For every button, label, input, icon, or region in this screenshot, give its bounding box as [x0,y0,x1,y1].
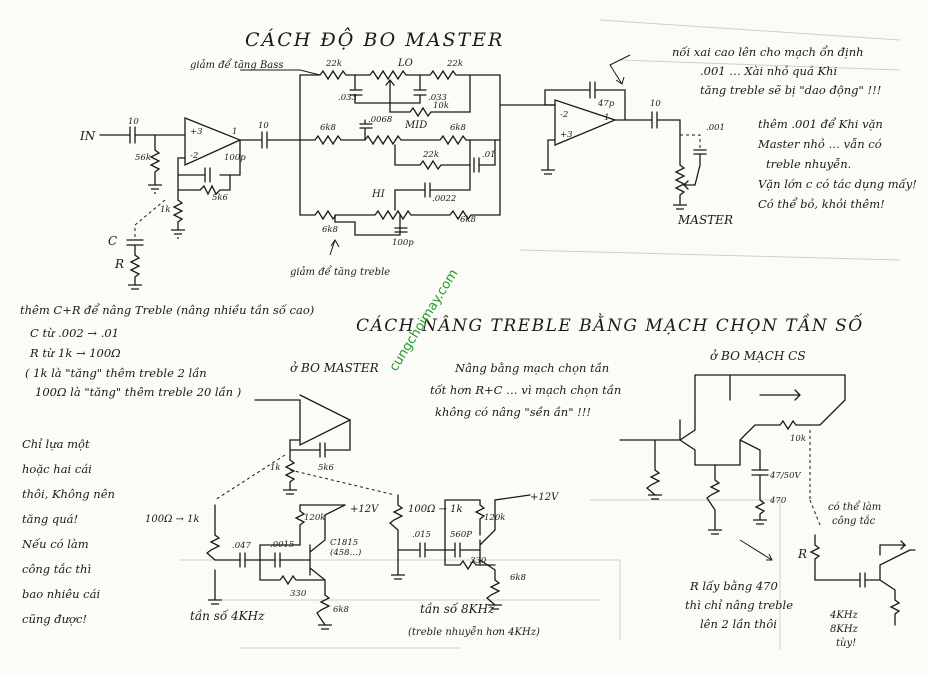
bo-master-mini-opamp: 5k6 1k [214,394,396,501]
c-option-label: C [108,234,117,248]
note-c-range: C từ .002 → .01 [30,326,119,340]
c033a-value: .033 [338,93,357,103]
master-label: MASTER [677,213,733,227]
c1-330-value: 330 [290,589,307,599]
c1-vcc: +12V [350,504,380,515]
circuit-8khz: 100Ω → 1k .015 560P 120k +12V 330 6k8 tầ… [388,492,560,638]
cs-freq-note: 4KHz 8KHz tùy! [829,610,861,649]
c100p-value: 100p [392,238,414,248]
c2-c1-value: .015 [412,530,431,540]
c01-value: .01 [482,150,496,160]
c2-freq-label: tần số 8KHz [420,601,495,616]
hi-pot-label: HI [371,189,386,200]
opamp2-symbol [554,99,617,146]
opamp2-out: 1 [604,113,609,123]
note-oscillate: nối xai cao lên cho mạch ổn định .001 … … [672,45,881,97]
note-bass: giảm để tăng Bass [190,59,284,71]
circuit-cs: 10k 47/50V 470 R có thể làm công tắc R l… [619,374,916,649]
c1-r-value: 100Ω → 1k [145,514,200,525]
c-in-value: 10 [128,117,139,127]
cs-10k-value: 10k [790,434,806,444]
r22c-value: 22k [422,150,439,160]
r-gnd-value: 1k [160,205,171,215]
note-r-range: R từ 1k → 100Ω [29,346,121,360]
lo-pot-label: LO [397,58,413,69]
mini-r-fb: 5k6 [318,463,335,473]
mini-r-gnd: 1k [270,463,281,473]
cs-r-note: R lấy bằng 470 thì chỉ nâng treble lên 2… [685,579,797,631]
master-pot-symbol [674,164,686,206]
r10k-value: 10k [433,101,449,111]
mid-pot-label: MID [404,120,427,131]
treble-title: CÁCH NÂNG TREBLE BẰNG MẠCH CHỌN TẦN SỐ [356,313,864,336]
r6k8a-value: 6k8 [320,123,337,133]
r22b-value: 22k [446,59,463,69]
c2-note: (treble nhuyễn hơn 4KHz) [408,627,540,638]
note-add001: thêm .001 để Khi vặn Master nhỏ … vẫn có… [757,117,921,211]
in-label: IN [79,129,96,143]
label-bo-master: ở BO MASTER [290,361,379,375]
note-treble-pot: giảm để tăng treble [290,266,390,278]
cs-470-value: 470 [769,496,787,506]
c2-r-value: 100Ω → 1k [408,504,463,515]
note-paren: ( 1k là "tăng" thêm treble 2 lần 100Ω là… [25,366,241,399]
c-out1-value: 10 [258,121,269,131]
c47p-value: 47p [597,99,615,109]
opamp2-minus: -2 [560,110,568,120]
r6k8c-value: 6k8 [460,215,477,225]
c-fb-value: 100p [224,153,246,163]
r6k8b-value: 6k8 [450,123,467,133]
opamp1-minus: -2 [190,151,198,161]
c-out2-value: 10 [650,99,661,109]
c033b-value: .033 [428,93,447,103]
c1-6k8-value: 6k8 [333,605,350,615]
note-add-cr: thêm C+R để nâng Treble (nâng nhiều tần … [20,303,314,317]
cs-r-label: R [797,547,807,561]
opamp2-plus: +3 [560,130,573,140]
cs-switch-note: có thể làm công tắc [828,501,884,527]
c2-330-value: 330 [470,556,487,566]
r-option-label: R [114,257,124,271]
c0022-value: .0022 [432,194,456,204]
main-title: CÁCH ĐỘ BO MASTER [245,28,504,51]
c1-transistor-label: C1815(458…) [330,538,361,558]
c001-value: .001 [706,123,725,133]
c2-c2-value: 560P [450,530,472,540]
ghost-traces [180,19,901,650]
c2-6k8-value: 6k8 [510,573,527,583]
opamp1-plus: +3 [190,127,203,137]
r-in-value: 56k [135,153,151,163]
r6k8d-value: 6k8 [322,225,339,235]
note-advice: Chỉ lựa một hoặc hai cái thôi, Không nên… [21,437,119,626]
opamp1-symbol [184,117,242,167]
r22a-value: 22k [325,59,342,69]
c1-freq-label: tần số 4KHz [190,608,265,623]
c2-vcc: +12V [530,492,560,503]
c-in-symbol [129,126,136,144]
r-fb-value: 5k6 [212,193,229,203]
circuit-4khz: 100Ω → 1k .047 .0015 120k C1815(458…) +1… [145,504,380,630]
c1-r120-value: 120k [304,513,325,523]
top-schematic: IN 10 56k +3 -2 1 100p 5k6 1k C R 10 [79,54,733,290]
c1-c1-value: .047 [232,541,252,551]
c0068-value: .0068 [368,115,393,125]
cs-47-value: 47/50V [769,471,801,481]
note-better: Nâng bằng mạch chọn tần tốt hơn R+C … vì… [430,361,625,419]
opamp1-out: 1 [232,127,237,137]
label-bo-mach-cs: ở BO MẠCH CS [710,349,806,363]
